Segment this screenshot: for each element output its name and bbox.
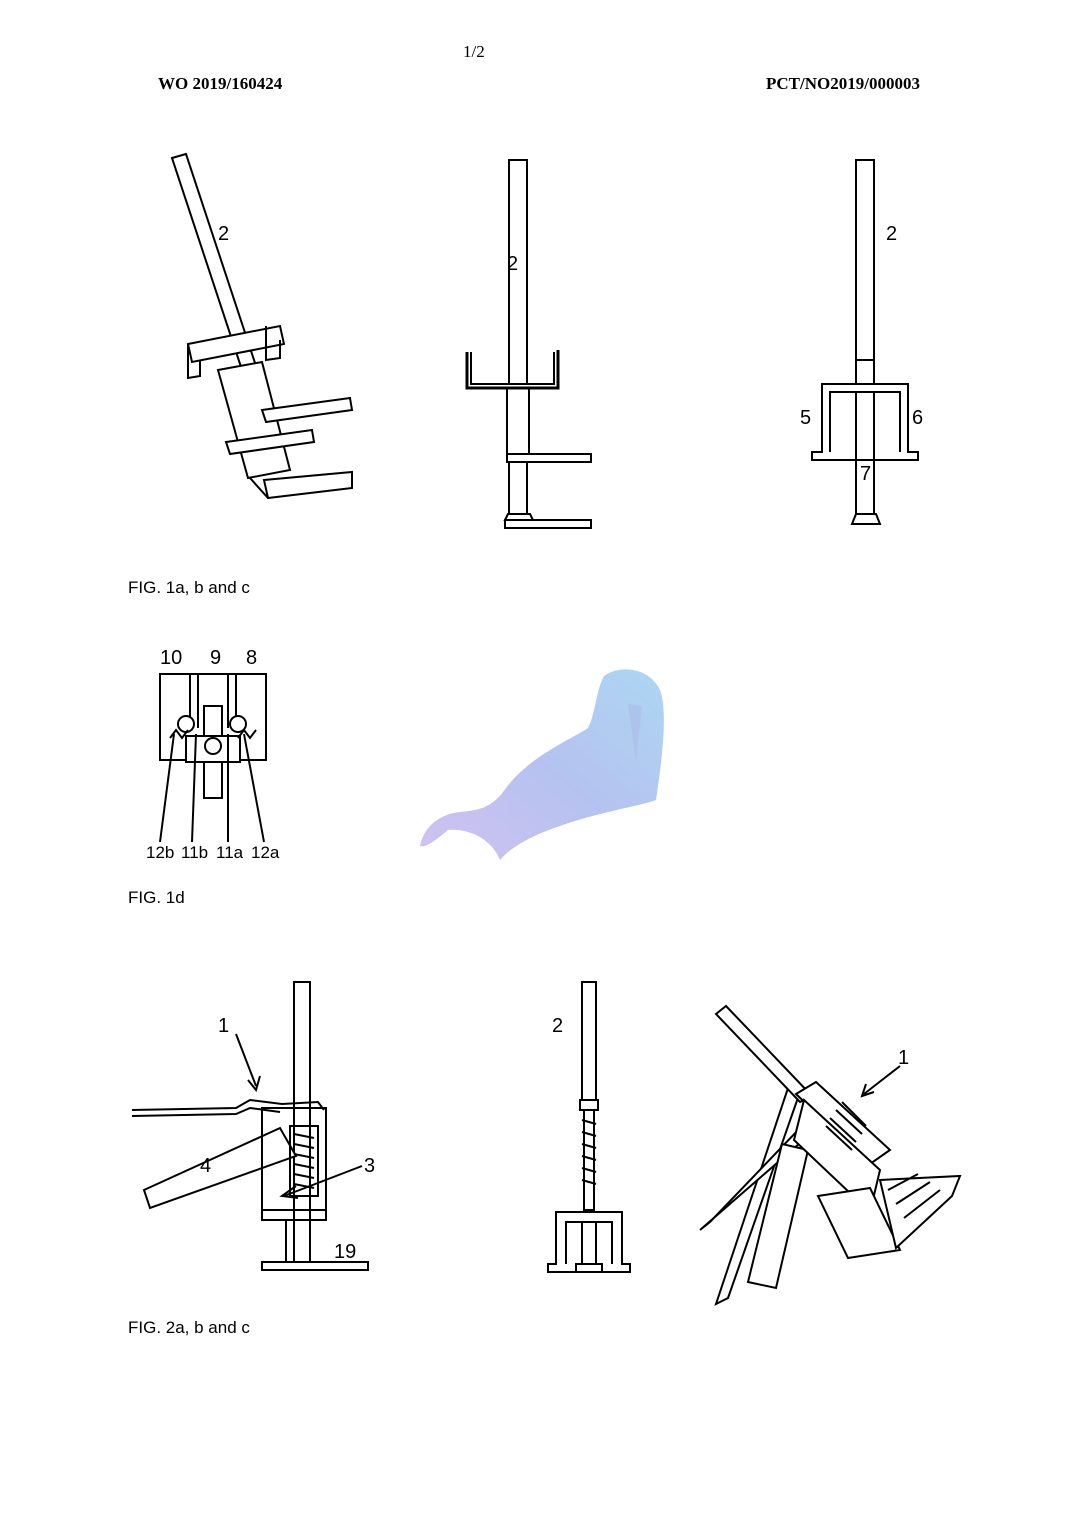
- fig2b-label-2: 2: [552, 1015, 563, 1037]
- fig1d-label-12b: 12b: [146, 843, 174, 862]
- figure-2-caption: FIG. 2a, b and c: [128, 1318, 250, 1337]
- figure-1b: 2: [465, 159, 592, 529]
- fig2a-label-19: 19: [334, 1241, 356, 1263]
- walrus-logo: [420, 669, 664, 860]
- fig2c-label-1: 1: [898, 1047, 909, 1069]
- figure-1-caption: FIG. 1a, b and c: [128, 578, 250, 597]
- fig1a-label-2: 2: [218, 223, 229, 245]
- figure-1d: 10 9 8 12b 11b 11a 12a: [146, 647, 280, 862]
- fig1c-label-7: 7: [860, 463, 871, 485]
- figure-1a: 2: [170, 152, 354, 500]
- fig1b-label-2: 2: [507, 253, 518, 275]
- fig1d-label-11b: 11b: [181, 843, 208, 862]
- fig2a-label-3: 3: [364, 1155, 375, 1177]
- figure-1c: 2 5 6 7: [800, 159, 923, 525]
- fig1c-label-5: 5: [800, 407, 811, 429]
- figure-2c: 1: [699, 1004, 962, 1306]
- fig1d-label-10: 10: [160, 647, 182, 669]
- application-number: PCT/NO2019/000003: [766, 74, 920, 93]
- figure-2b: 2: [547, 981, 631, 1273]
- figure-1d-caption: FIG. 1d: [128, 888, 185, 907]
- fig1d-label-11a: 11a: [216, 843, 244, 862]
- fig2a-label-1: 1: [218, 1015, 229, 1037]
- publication-number: WO 2019/160424: [158, 74, 283, 93]
- figure-2a: 1 4 3 19: [131, 981, 375, 1271]
- fig1c-label-6: 6: [912, 407, 923, 429]
- fig1d-label-9: 9: [210, 647, 221, 669]
- fig1d-label-8: 8: [246, 647, 257, 669]
- fig1c-label-2: 2: [886, 223, 897, 245]
- fig1d-label-12a: 12a: [251, 843, 280, 862]
- page-number: 1/2: [463, 42, 485, 61]
- fig2a-label-4: 4: [200, 1155, 211, 1177]
